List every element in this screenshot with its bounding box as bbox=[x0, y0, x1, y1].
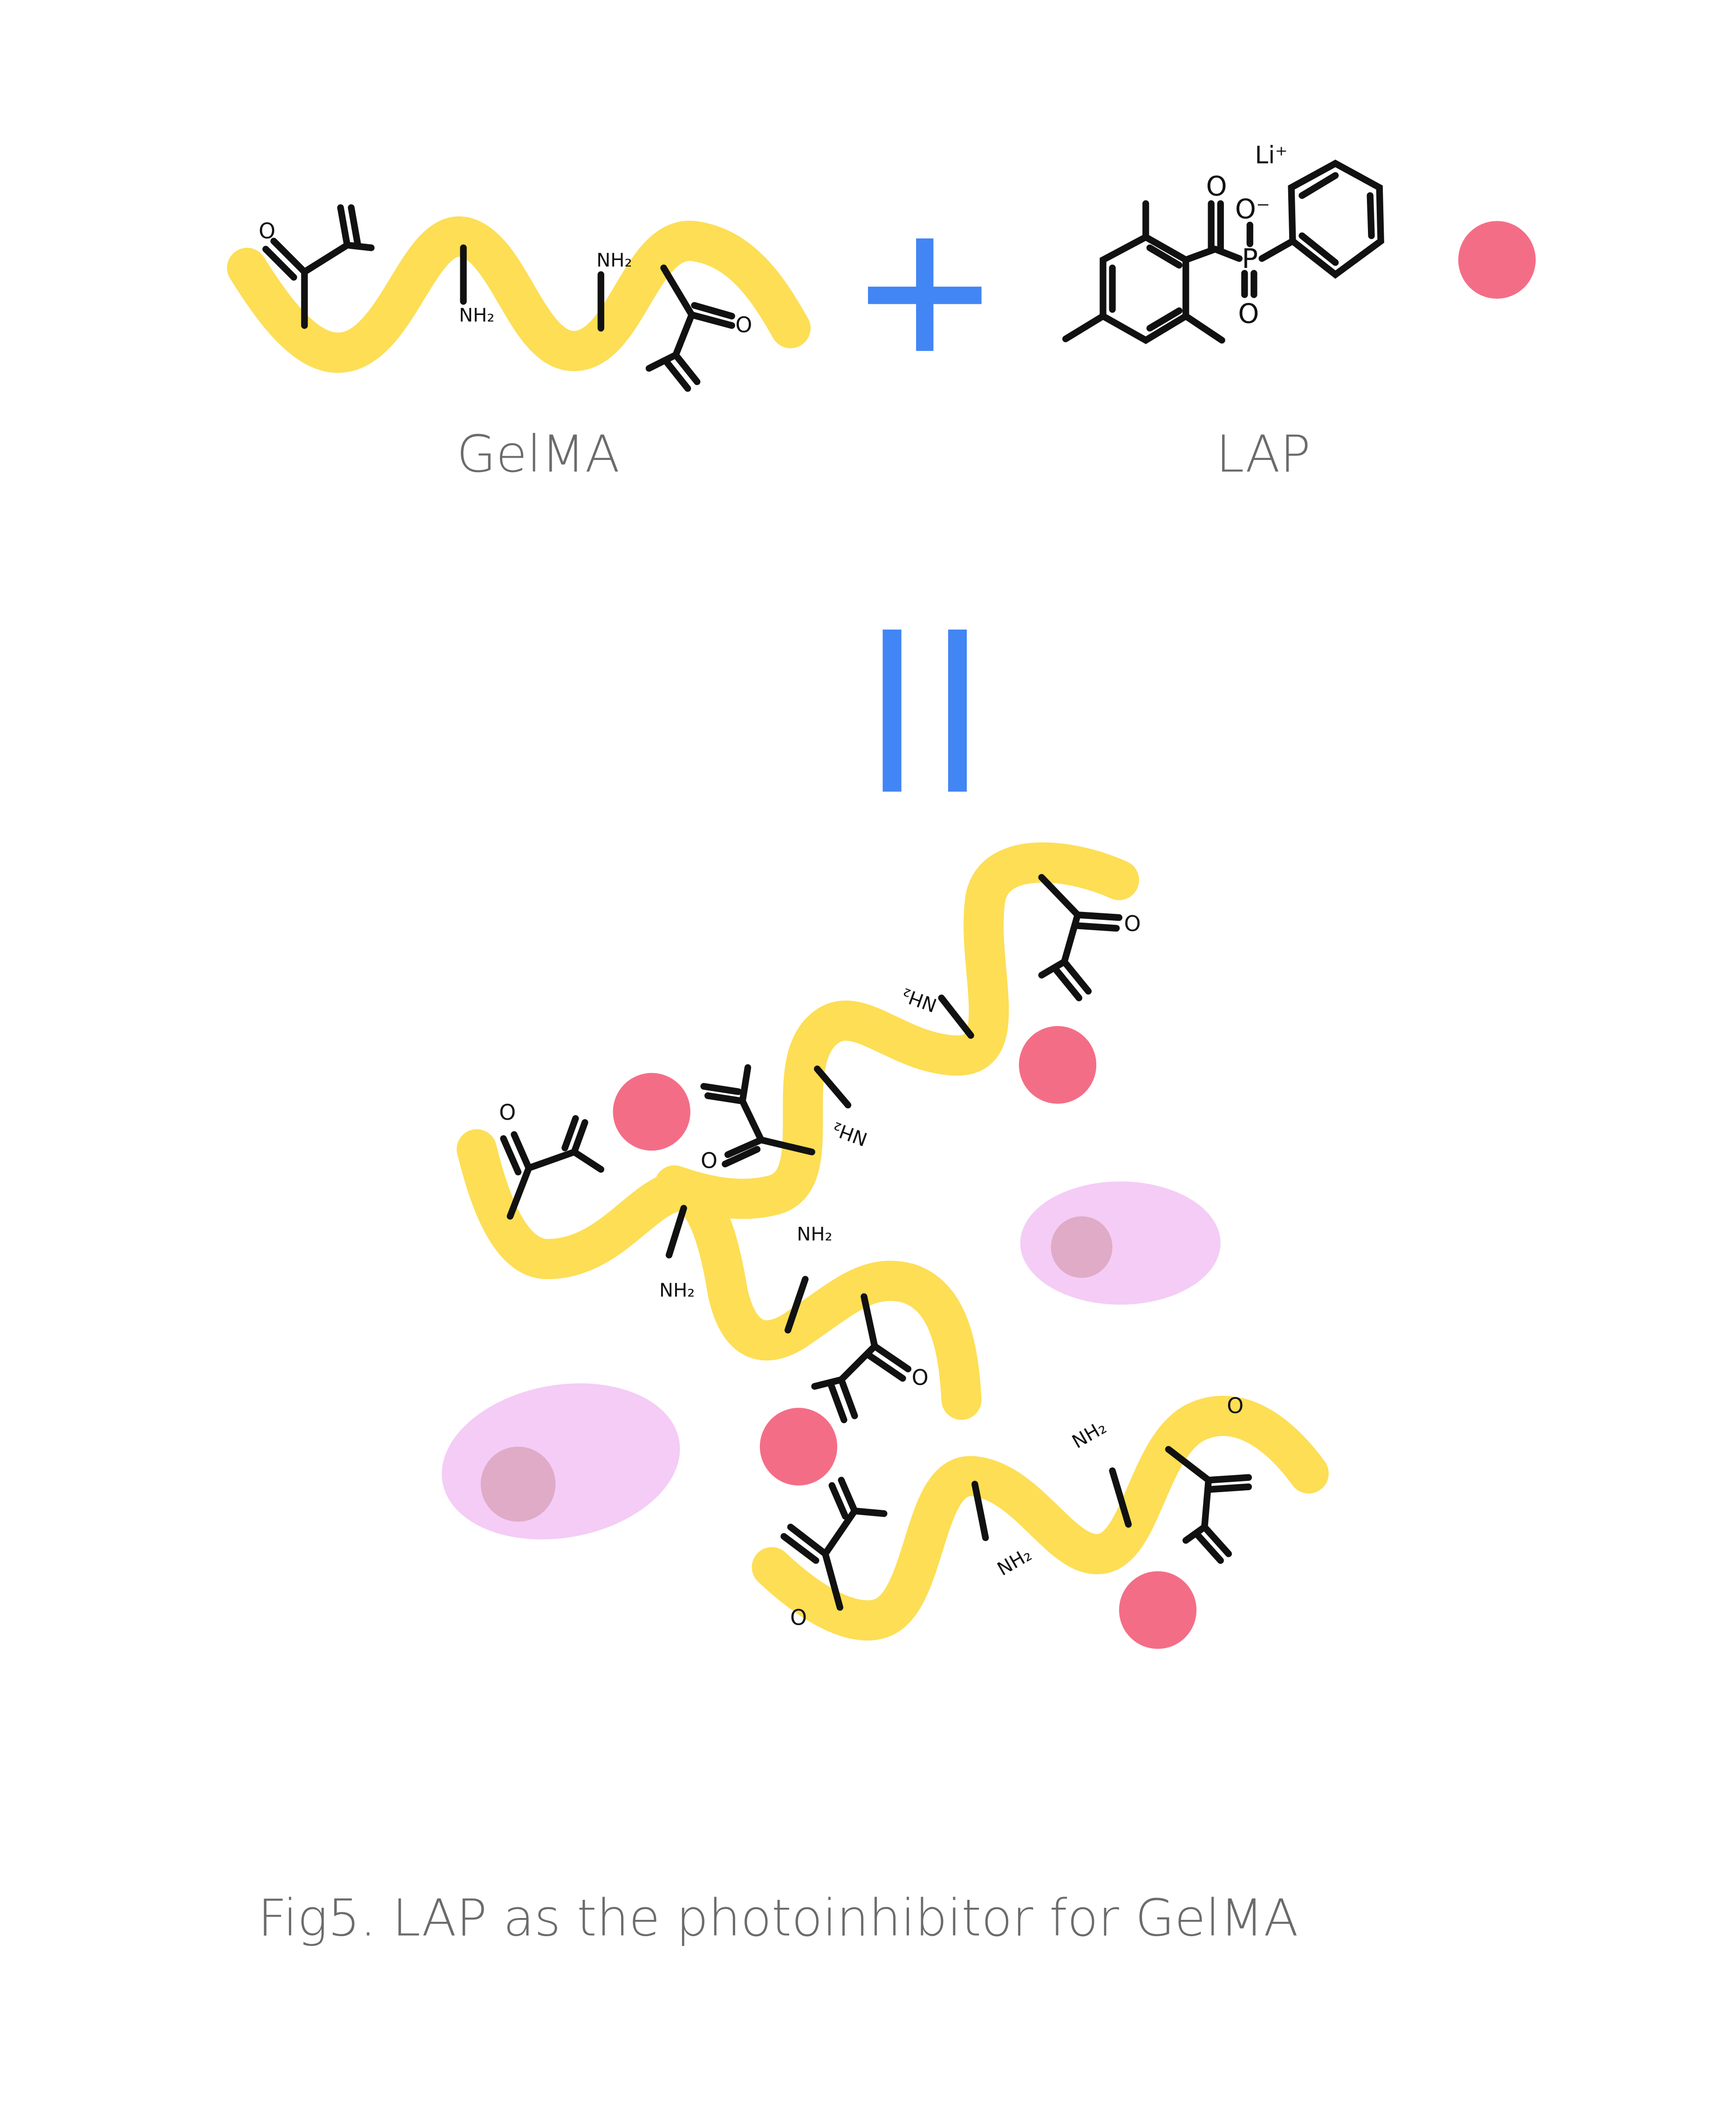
phosphorus-label: P bbox=[1242, 243, 1258, 274]
gelma-chain bbox=[654, 842, 1139, 1219]
gelma-chain bbox=[752, 1396, 1329, 1641]
hydrogel-network: O NH₂ NH₂ O O NH₂ NH₂ O bbox=[442, 842, 1329, 1649]
oxygen-label: O bbox=[1206, 171, 1227, 202]
amine-label: NH₂ bbox=[899, 983, 940, 1015]
figure-caption: Fig5. LAP as the photoinhibitor for GelM… bbox=[258, 1889, 1298, 1948]
cell bbox=[442, 1383, 680, 1540]
amine-label: NH₂ bbox=[459, 305, 494, 326]
gelma-molecule: O NH₂ NH₂ O bbox=[227, 204, 811, 392]
plus-sign bbox=[868, 238, 982, 351]
lap-dot bbox=[1119, 1571, 1197, 1649]
lap-dot bbox=[759, 1408, 838, 1486]
gelma-chain bbox=[227, 216, 811, 373]
oxygen-label: O bbox=[499, 1100, 516, 1125]
amine-label: NH₂ bbox=[829, 1117, 870, 1150]
oxygen-label: O bbox=[1238, 298, 1259, 329]
amine-label: NH₂ bbox=[797, 1224, 832, 1245]
oxide-anion-label: O⁻ bbox=[1235, 193, 1270, 225]
gelma-chain bbox=[457, 1129, 982, 1420]
oxygen-label: O bbox=[1124, 911, 1141, 936]
lithium-ion-label: Li⁺ bbox=[1255, 142, 1287, 170]
lap-dot bbox=[1458, 221, 1536, 299]
amine-label: NH₂ bbox=[994, 1544, 1035, 1580]
oxygen-label: O bbox=[912, 1365, 929, 1390]
lap-molecule: O P O⁻ O Li⁺ bbox=[1062, 142, 1384, 344]
oxygen-label: O bbox=[735, 312, 752, 337]
lap-label: LAP bbox=[1216, 425, 1311, 484]
oxygen-label: O bbox=[259, 219, 275, 244]
oxygen-label: O bbox=[790, 1605, 807, 1630]
lap-dot bbox=[613, 1073, 690, 1151]
amine-label: NH₂ bbox=[1069, 1417, 1110, 1453]
oxygen-label: O bbox=[701, 1148, 718, 1173]
gelma-label: GelMA bbox=[457, 425, 620, 484]
equals-sign bbox=[882, 630, 967, 792]
amine-label: NH₂ bbox=[659, 1280, 695, 1301]
cell bbox=[1020, 1181, 1221, 1305]
oxygen-label: O bbox=[1227, 1393, 1244, 1418]
amine-label: NH₂ bbox=[596, 250, 632, 271]
lap-dot bbox=[1018, 1026, 1097, 1104]
